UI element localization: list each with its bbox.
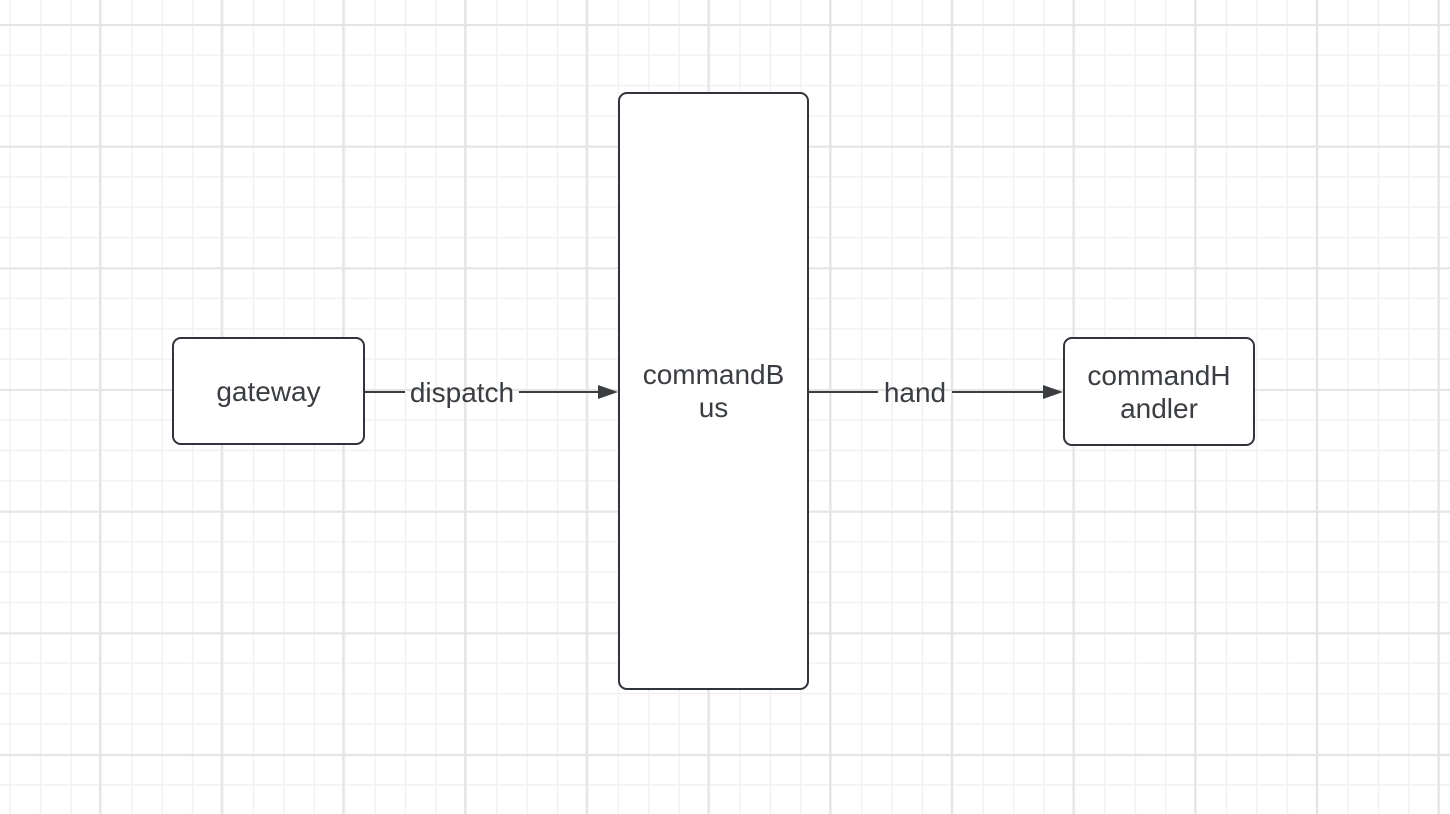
node-commandbus-label-line2: us (698, 392, 729, 423)
edge-dispatch-label: dispatch (409, 377, 515, 408)
arrowhead-right-icon (598, 385, 618, 399)
node-commandhandler[interactable]: commandH andler (1063, 337, 1255, 446)
node-commandbus[interactable]: commandB us (618, 92, 809, 690)
arrowhead-right-icon (1043, 385, 1063, 399)
edge-dispatch-line-left (365, 390, 405, 394)
edge-hand-line-right (952, 390, 1043, 394)
node-commandhandler-label-line2: andler (1120, 392, 1198, 424)
edge-dispatch-line-right (519, 390, 598, 394)
node-commandbus-label-line1: commandB (642, 359, 785, 390)
node-gateway-label: gateway (216, 375, 321, 407)
node-commandhandler-label-line1: commandH (1087, 359, 1231, 391)
edge-hand-line-left (809, 390, 878, 394)
edge-hand-label: hand (883, 377, 947, 408)
node-gateway[interactable]: gateway (172, 337, 365, 445)
